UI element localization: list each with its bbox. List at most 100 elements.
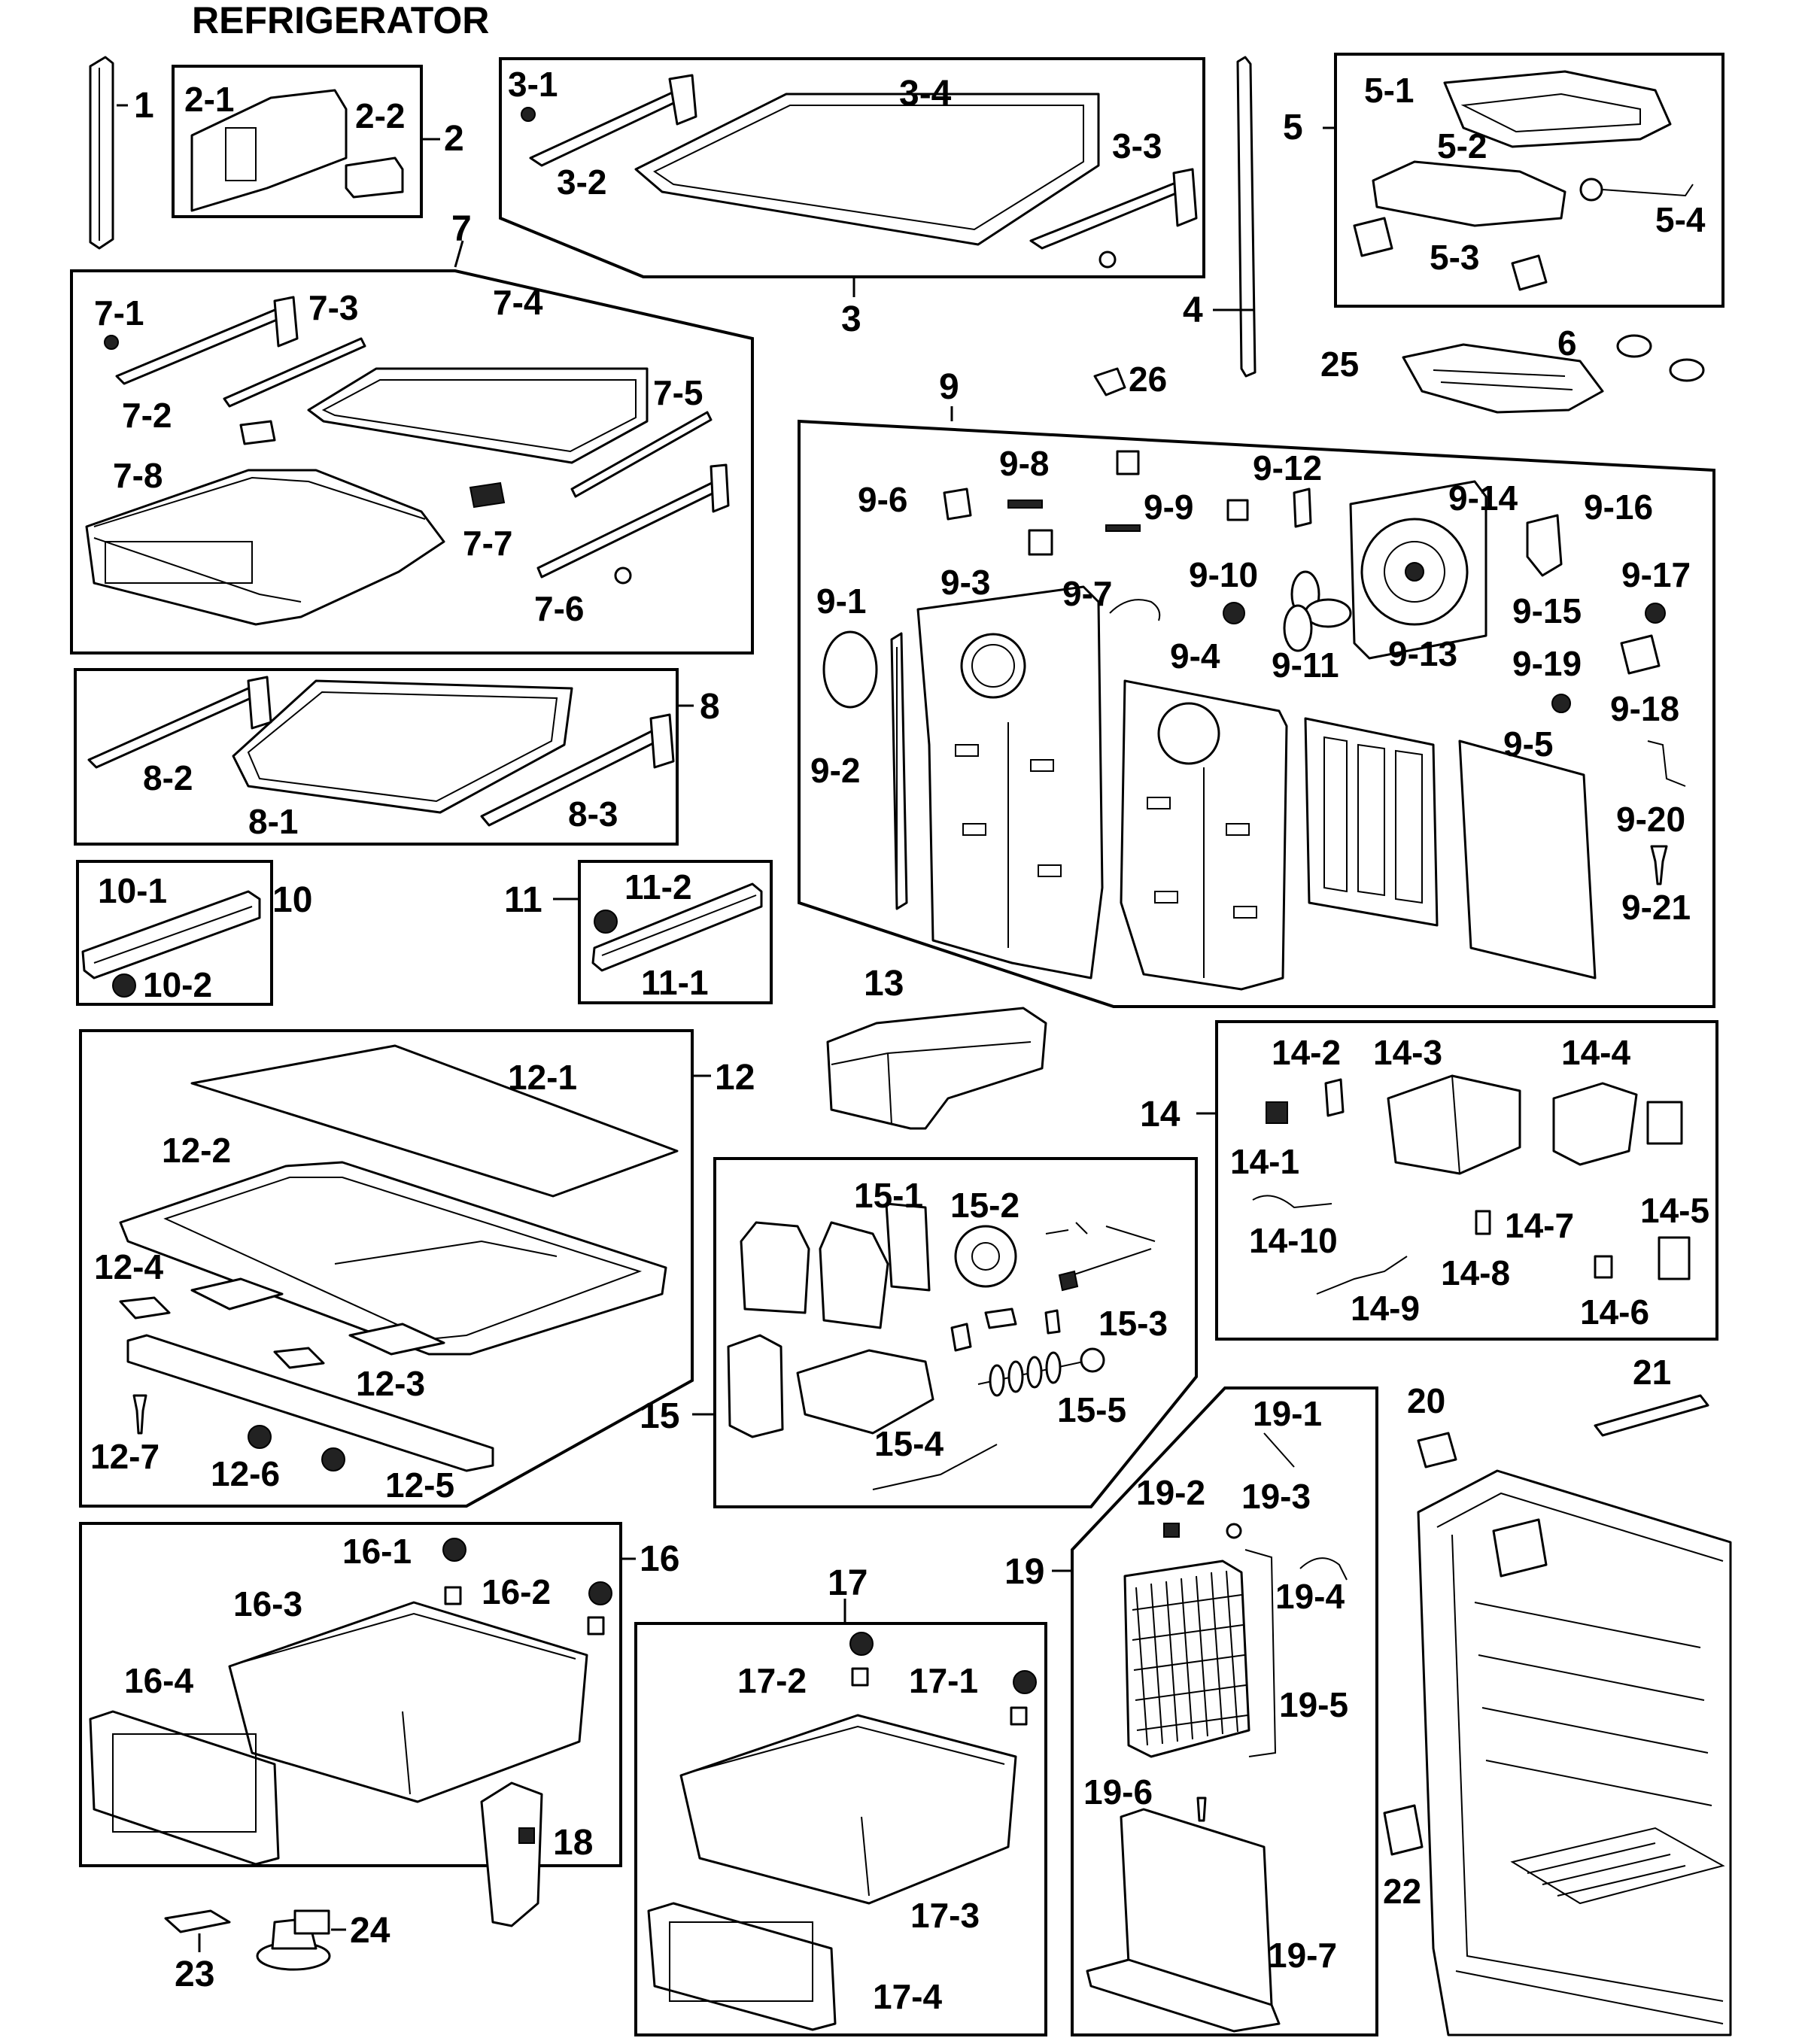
part-14-9-harness xyxy=(1316,1256,1408,1295)
callout-9: 9 xyxy=(939,367,959,407)
callout-19-4: 19-4 xyxy=(1275,1577,1345,1616)
part-8-3-rail xyxy=(480,713,675,827)
part-15-ice-bucket-b xyxy=(819,1221,889,1329)
group-12-box xyxy=(79,1029,694,1508)
part-12-7-screw xyxy=(132,1394,147,1435)
callout-9-20: 9-20 xyxy=(1616,800,1685,839)
callout-14-3: 14-3 xyxy=(1373,1033,1442,1072)
callout-11-2: 11-2 xyxy=(624,867,692,907)
group-2-box xyxy=(172,65,423,218)
part-17-3-drawer xyxy=(679,1714,1017,1905)
part-15-2-motor xyxy=(954,1225,1017,1288)
part-16-stop-b xyxy=(587,1616,605,1636)
group-15-box xyxy=(713,1157,1198,1508)
callout-16-3: 16-3 xyxy=(233,1584,302,1623)
callout-25: 25 xyxy=(1320,345,1359,384)
callout-19-1: 19-1 xyxy=(1253,1394,1322,1433)
part-19-evaporator xyxy=(1123,1549,1277,1758)
callout-9-9: 9-9 xyxy=(1144,487,1193,527)
callout-2-2: 2-2 xyxy=(355,96,405,135)
callout-3-4: 3-4 xyxy=(899,74,952,114)
callout-7-5: 7-5 xyxy=(653,373,703,412)
callout-3-3: 3-3 xyxy=(1112,126,1162,166)
callout-11: 11 xyxy=(504,880,542,920)
callout-14-4: 14-4 xyxy=(1561,1033,1630,1072)
part-12-4-glide xyxy=(119,1296,325,1369)
part-14-10-harness xyxy=(1252,1195,1332,1209)
refrigerator-cabinet xyxy=(1417,1469,1732,2036)
callout-14: 14 xyxy=(1140,1095,1181,1134)
part-1-strip xyxy=(89,56,128,250)
callout-15-2: 15-2 xyxy=(950,1186,1019,1225)
part-9-10-grommet xyxy=(1223,602,1245,624)
part-5-1-cover xyxy=(1443,70,1672,148)
callout-17-3: 17-3 xyxy=(910,1896,980,1935)
callout-17-2: 17-2 xyxy=(737,1661,807,1700)
part-2-2-clip xyxy=(345,156,404,199)
callout-14-2: 14-2 xyxy=(1272,1033,1341,1072)
callout-16: 16 xyxy=(640,1539,679,1579)
callout-5-2: 5-2 xyxy=(1437,126,1487,166)
callout-2-1: 2-1 xyxy=(184,80,234,119)
part-10-1-rail xyxy=(81,890,261,979)
part-9-20-sensor xyxy=(1647,740,1686,787)
part-9-17-grommet xyxy=(1645,603,1666,624)
callout-9-10: 9-10 xyxy=(1189,555,1258,594)
part-23-clip xyxy=(164,1909,231,1933)
part-22-switch xyxy=(1383,1804,1424,1856)
callout-23: 23 xyxy=(175,1954,214,1994)
part-7-8-crisper-drawer xyxy=(85,469,445,626)
callout-14-6: 14-6 xyxy=(1580,1292,1649,1332)
part-9-1-ring xyxy=(822,630,878,709)
callout-16-2: 16-2 xyxy=(482,1572,551,1611)
callout-9-6: 9-6 xyxy=(858,480,907,519)
callout-10-2: 10-2 xyxy=(143,965,212,1004)
callout-15-5: 15-5 xyxy=(1057,1390,1126,1429)
part-15-ice-tray xyxy=(796,1349,934,1435)
part-9-pad-b xyxy=(1028,529,1053,556)
group-10-box xyxy=(76,860,273,1006)
callout-19-3: 19-3 xyxy=(1241,1477,1311,1516)
callout-9-19: 9-19 xyxy=(1512,644,1582,683)
part-15-1-plate xyxy=(885,1202,931,1292)
callout-20: 20 xyxy=(1407,1381,1445,1420)
callout-8: 8 xyxy=(700,687,720,727)
group-11-box xyxy=(578,860,773,1004)
screw-3-1-icon xyxy=(521,107,536,122)
group-14-box xyxy=(1215,1020,1718,1341)
callout-8-1: 8-1 xyxy=(248,802,298,841)
callout-15: 15 xyxy=(640,1396,679,1436)
callout-7-3: 7-3 xyxy=(308,288,358,327)
callout-22: 22 xyxy=(1383,1872,1421,1911)
group-16-box xyxy=(79,1522,622,1867)
part-9-13-bracket xyxy=(1349,480,1487,660)
part-9-2-strip xyxy=(890,632,908,910)
part-3-2-rail xyxy=(529,74,697,167)
callout-18: 18 xyxy=(553,1823,593,1863)
part-9-3-cover xyxy=(916,585,1104,979)
part-7-3-rail xyxy=(223,337,366,408)
callout-12-5: 12-5 xyxy=(385,1465,454,1505)
callout-12-2: 12-2 xyxy=(162,1131,231,1170)
part-15-4-rod xyxy=(872,1444,998,1490)
part-9-evap-plate xyxy=(1304,717,1439,927)
part-12-1-glass xyxy=(190,1044,679,1198)
part-2-1-panel xyxy=(190,89,348,212)
callout-13: 13 xyxy=(864,964,904,1004)
part-15-auger xyxy=(977,1347,1105,1397)
part-15-bracket xyxy=(1058,1270,1079,1292)
callout-21: 21 xyxy=(1633,1353,1671,1392)
part-14-4-motor xyxy=(1552,1082,1683,1166)
callout-5-4: 5-4 xyxy=(1655,200,1706,239)
part-14-8-part xyxy=(1475,1210,1491,1235)
part-7-4-glass xyxy=(307,367,649,464)
part-9-5-plate xyxy=(1458,740,1597,979)
part-19-4-sensor xyxy=(1299,1557,1348,1581)
part-7-5-rail xyxy=(570,411,713,498)
callout-5: 5 xyxy=(1283,108,1303,147)
part-14-1-sensor xyxy=(1266,1101,1288,1124)
part-7-2-rail xyxy=(115,296,299,385)
callout-8-3: 8-3 xyxy=(568,794,618,834)
callout-9-4: 9-4 xyxy=(1170,636,1220,676)
callout-8-2: 8-2 xyxy=(143,758,193,797)
